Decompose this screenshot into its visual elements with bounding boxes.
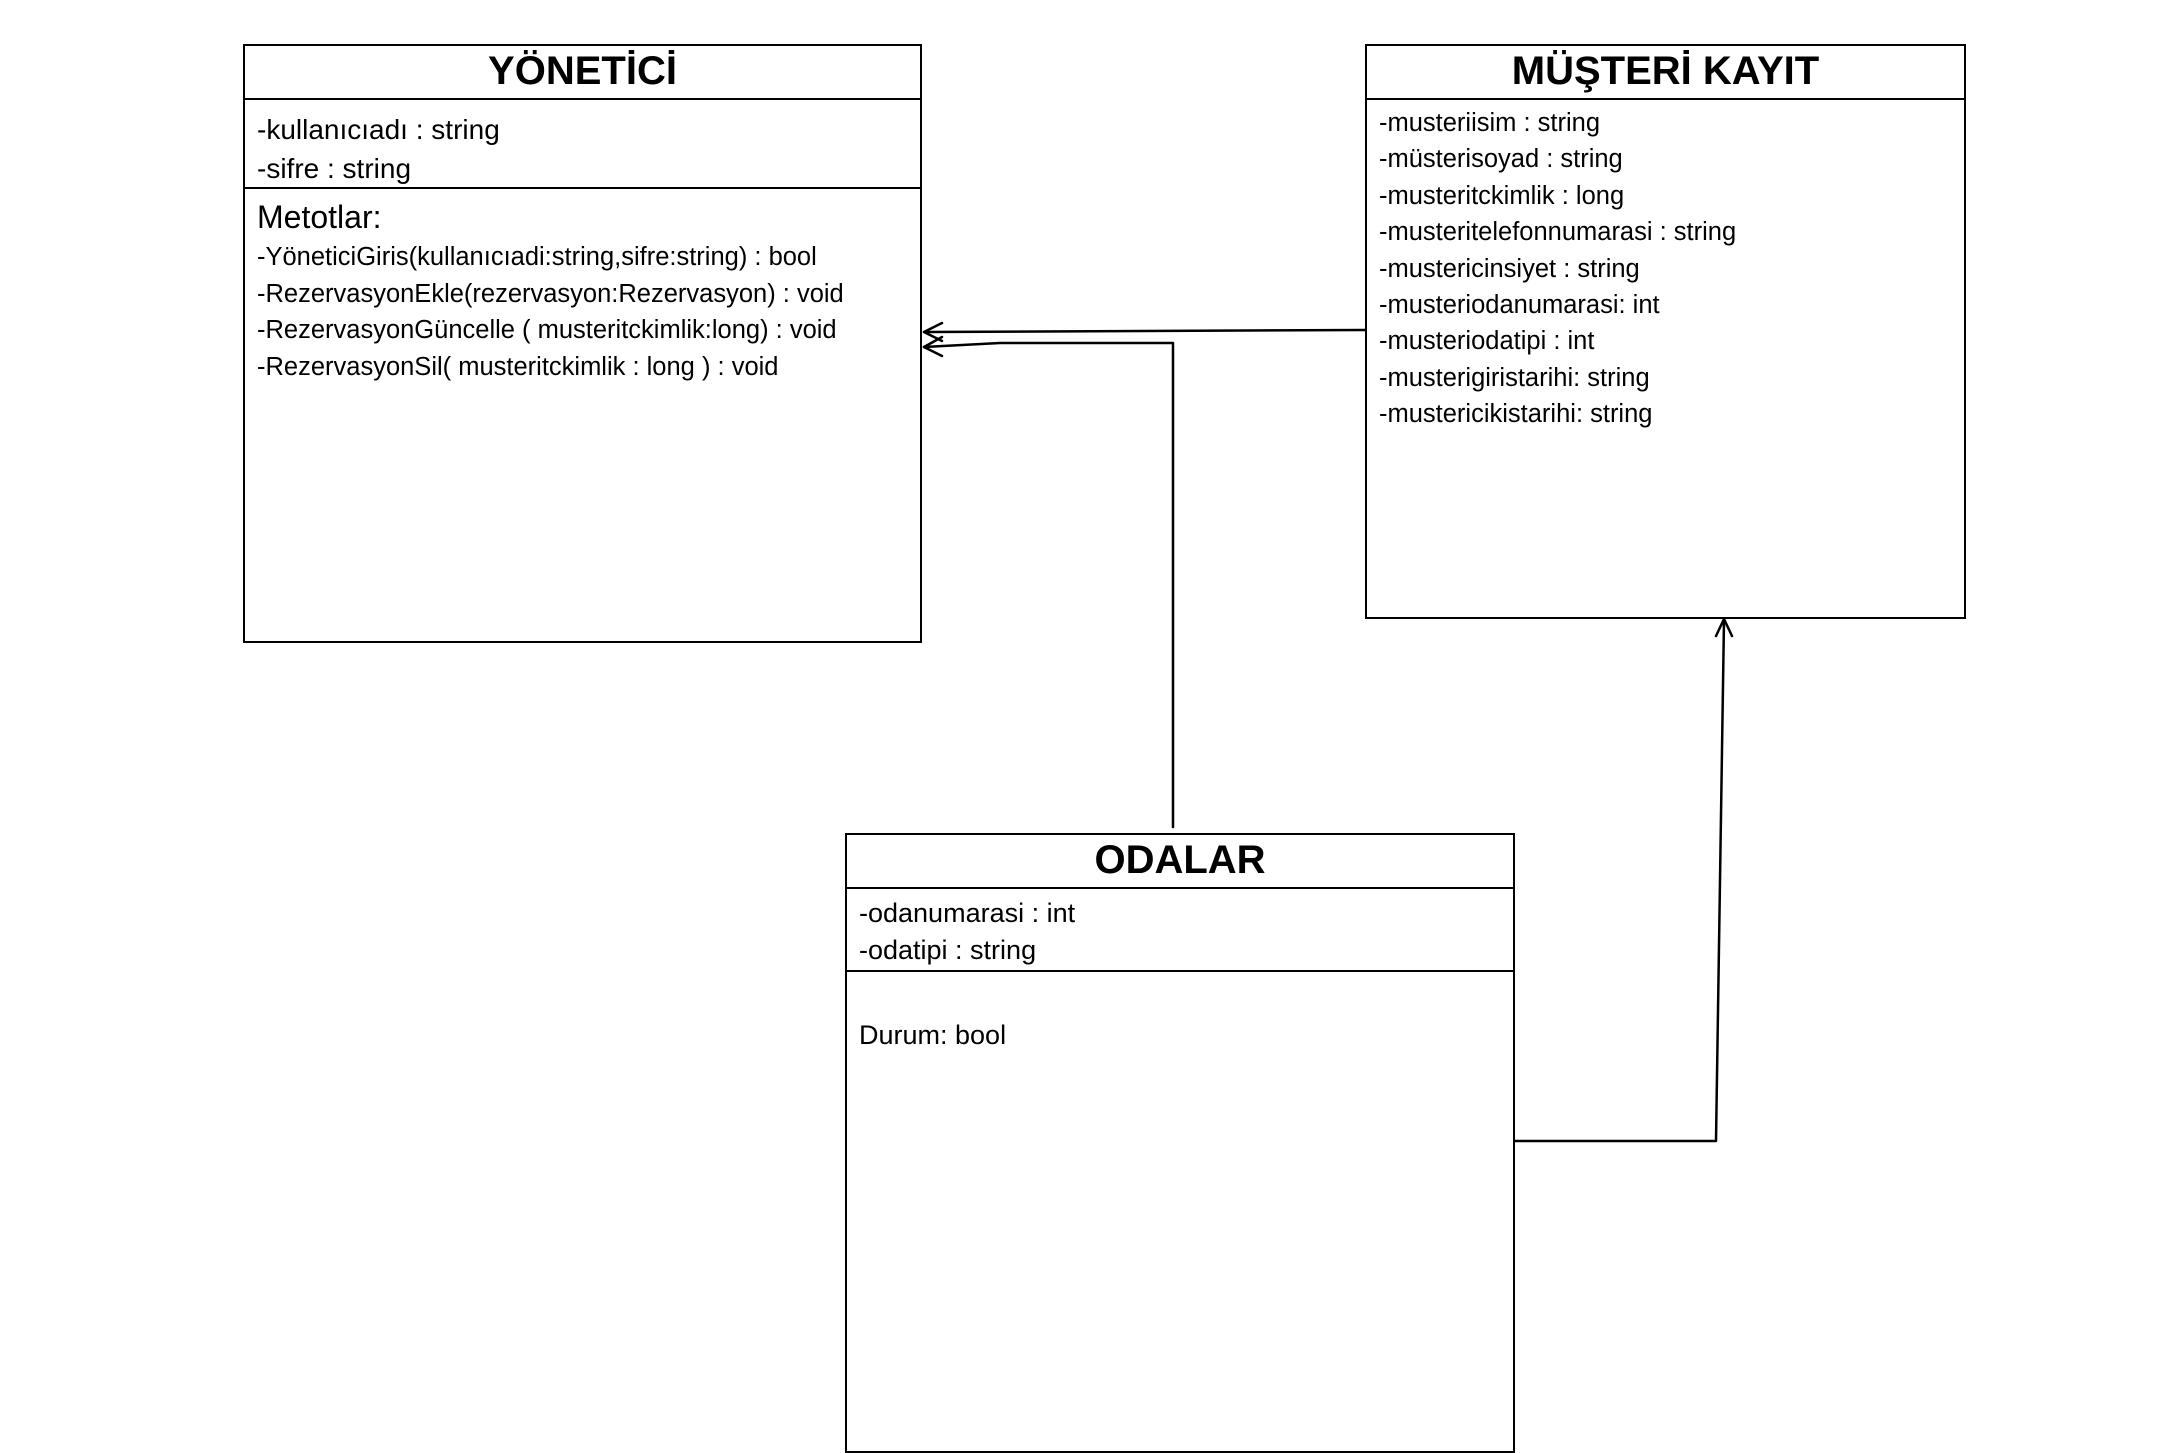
attributes-section: -musteriisim : string -müsterisoyad : st… (1367, 100, 1964, 433)
relation-line (922, 328, 1367, 334)
attribute: -musteriodatipi : int (1379, 327, 1595, 356)
attribute: -odatipi : string (859, 934, 1037, 965)
attribute: -musteritckimlik : long (1379, 181, 1625, 210)
attribute: -musteritelefonnumarasi : string (1379, 218, 1737, 247)
state-section: Durum: bool (847, 972, 1513, 1053)
relation-musteri-to-yonetici (922, 321, 1367, 343)
methods-heading: Metotlar: (257, 199, 382, 235)
attributes-section: -kullanıcıadı : string -sifre : string (245, 100, 920, 189)
attribute: -musterigiristarihi: string (1379, 363, 1650, 392)
open-arrowhead-icon (1714, 617, 1734, 638)
method: -RezervasyonEkle(rezervasyon:Rezervasyon… (257, 279, 844, 308)
open-arrowhead-icon (922, 335, 944, 358)
attribute: -kullanıcıadı : string (257, 114, 500, 145)
method: -YöneticiGiris(kullanıcıadi:string,sifre… (257, 243, 817, 271)
class-odalar[interactable]: ODALAR -odanumarasi : int -odatipi : str… (845, 833, 1515, 1453)
class-yonetici[interactable]: YÖNETİCİ -kullanıcıadı : string -sifre :… (243, 44, 922, 643)
relation-odalar-to-musteri (1513, 617, 1734, 1143)
attribute: -musteriisim : string (1379, 109, 1601, 137)
attribute: -musteriodanumarasi: int (1379, 291, 1660, 320)
relation-line (1513, 618, 1726, 1143)
method: -RezervasyonSil( musteritckimlik : long … (257, 352, 779, 381)
state-field: Durum: bool (859, 1020, 1007, 1050)
method: -RezervasyonGüncelle ( musteritckimlik:l… (257, 316, 837, 344)
class-title: ODALAR (847, 835, 1513, 889)
class-musteri-kayit[interactable]: MÜŞTERİ KAYIT -musteriisim : string -müs… (1365, 44, 1966, 619)
attribute: -mustericinsiyet : string (1379, 254, 1640, 283)
class-title: YÖNETİCİ (245, 46, 920, 100)
open-arrowhead-icon (922, 321, 944, 343)
attribute: -odanumarasi : int (859, 898, 1076, 928)
class-title: MÜŞTERİ KAYIT (1367, 46, 1964, 100)
attribute: -müsterisoyad : string (1379, 145, 1623, 174)
methods-section: Metotlar: -YöneticiGiris(kullanıcıadi:st… (245, 189, 920, 385)
relation-odalar-to-yonetici (922, 335, 1175, 829)
attributes-section: -odanumarasi : int -odatipi : string (847, 889, 1513, 972)
attribute: -sifre : string (257, 153, 412, 184)
relation-line (922, 341, 1175, 829)
attribute: -mustericikistarihi: string (1379, 400, 1653, 429)
